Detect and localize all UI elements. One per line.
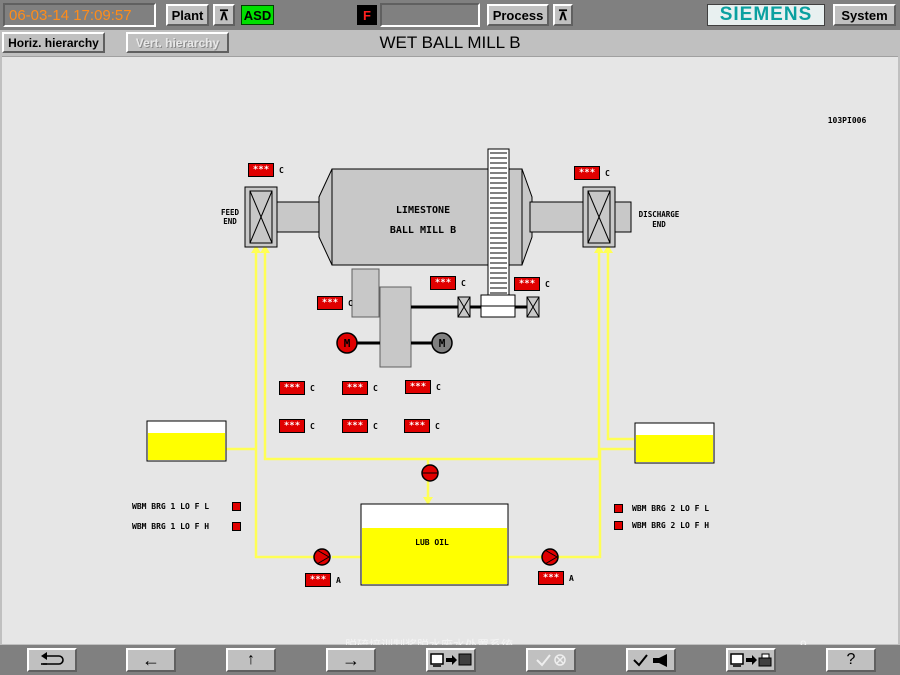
left-oil-tank — [146, 420, 227, 462]
readout-motor-temp-3[interactable]: *** — [405, 380, 431, 394]
datetime-display: 06-03-14 17:09:57 — [3, 3, 156, 27]
readout-motor-temp-3-unit: C — [436, 383, 441, 392]
vert-hierarchy-button[interactable]: Vert. hierarchy — [126, 32, 229, 53]
main-motor-b: M — [431, 332, 453, 354]
up-arrow-icon: ↑ — [247, 651, 255, 668]
readout-motor-temp-4[interactable]: *** — [279, 419, 305, 433]
system-button[interactable]: System — [833, 4, 896, 26]
readout-motor-temp-6[interactable]: *** — [404, 419, 430, 433]
readout-gear-temp-1[interactable]: *** — [430, 276, 456, 290]
motor-b-label: M — [439, 337, 446, 350]
right-oil-pump[interactable] — [541, 548, 559, 566]
readout-gearbox-temp-unit: C — [348, 299, 353, 308]
feed-end-label-2: END — [223, 217, 237, 226]
check-cancel-icon — [536, 654, 566, 667]
process-diagram: LIMESTONE BALL MILL B FEED END DISCHARGE… — [2, 56, 898, 644]
readout-right-pump-current-unit: A — [569, 574, 574, 583]
flow-arrows — [251, 245, 613, 505]
acknowledge-button[interactable] — [626, 648, 676, 672]
screen-to-printer-button[interactable] — [726, 648, 776, 672]
tag-id-label: 103PI006 — [828, 116, 867, 125]
readout-gear-temp-2-unit: C — [545, 280, 550, 289]
right-oil-tank — [634, 422, 715, 464]
check-horn-icon — [633, 654, 667, 667]
readout-feed-bearing-temp-unit: C — [279, 166, 284, 175]
back-loop-arrow-icon — [41, 652, 64, 665]
lub-oil-label: LUB OIL — [415, 538, 449, 547]
back-button[interactable] — [27, 648, 77, 672]
readout-right-pump-current[interactable]: *** — [538, 571, 564, 585]
feed-end-label-1: FEED — [221, 208, 240, 217]
brg1-high-label: WBM BRG 1 LO F H — [132, 522, 210, 531]
brg2-high-label: WBM BRG 2 LO F H — [632, 521, 710, 530]
page-title: WET BALL MILL B — [379, 33, 521, 52]
brg1-low-indicator[interactable] — [232, 502, 241, 511]
mill-label-line1: LIMESTONE — [396, 205, 450, 216]
readout-motor-temp-2[interactable]: *** — [342, 381, 368, 395]
limestone-ball-mill: LIMESTONE BALL MILL B — [318, 168, 584, 266]
screen-to-archive-button[interactable] — [426, 648, 476, 672]
motor-a-label: M — [344, 337, 351, 350]
discharge-end-label-1: DISCHARGE — [639, 210, 680, 219]
left-oil-pump[interactable] — [313, 548, 331, 566]
nav-bar: Horiz. hierarchy Vert. hierarchy WET BAL… — [0, 30, 900, 56]
lube-oil-lines — [224, 249, 634, 559]
brg1-low-label: WBM BRG 1 LO F L — [132, 502, 210, 511]
help-button[interactable]: ? — [826, 648, 876, 672]
screen-to-archive-icon — [430, 653, 472, 667]
process-up-button[interactable]: ⊼ — [553, 4, 573, 26]
process-button[interactable]: Process — [487, 4, 549, 26]
acknowledge-cancel-button[interactable] — [526, 648, 576, 672]
readout-left-pump-current[interactable]: *** — [305, 573, 331, 587]
drive-shaft — [411, 294, 540, 318]
brg2-low-indicator[interactable] — [614, 504, 623, 513]
fault-indicator[interactable]: F — [357, 5, 377, 25]
asd-indicator[interactable]: ASD — [241, 5, 274, 25]
next-button[interactable]: → — [326, 648, 376, 672]
diagram-svg: LIMESTONE BALL MILL B FEED END DISCHARGE… — [146, 116, 867, 586]
girth-gear — [487, 148, 510, 300]
right-arrow-icon: → — [342, 649, 360, 670]
up-arrow-icon: ⊼ — [218, 6, 230, 23]
readout-motor-temp-5-unit: C — [373, 422, 378, 431]
readout-discharge-bearing-temp[interactable]: *** — [574, 166, 600, 180]
readout-gear-temp-1-unit: C — [461, 279, 466, 288]
readout-motor-temp-1-unit: C — [310, 384, 315, 393]
plant-up-button[interactable]: ⊼ — [213, 4, 235, 26]
previous-button[interactable]: ← — [126, 648, 176, 672]
horiz-hierarchy-button[interactable]: Horiz. hierarchy — [2, 32, 105, 53]
brg2-low-label: WBM BRG 2 LO F L — [632, 504, 710, 513]
readout-motor-temp-2-unit: C — [373, 384, 378, 393]
alarm-line-field — [380, 3, 480, 27]
left-arrow-icon: ← — [142, 649, 160, 670]
bottom-bar: ← ↑ → — [0, 645, 900, 675]
top-bar: 06-03-14 17:09:57 Plant ⊼ ASD F Process … — [0, 0, 900, 30]
readout-motor-temp-1[interactable]: *** — [279, 381, 305, 395]
feed-end-bearing — [244, 186, 320, 248]
help-icon: ? — [846, 651, 856, 668]
mill-label-line2: BALL MILL B — [390, 225, 456, 236]
readout-discharge-bearing-temp-unit: C — [605, 169, 610, 178]
brg2-high-indicator[interactable] — [614, 521, 623, 530]
readout-gear-temp-2[interactable]: *** — [514, 277, 540, 291]
gearbox — [351, 268, 412, 368]
lub-oil-tank: LUB OIL — [360, 503, 509, 586]
brg1-high-indicator[interactable] — [232, 522, 241, 531]
readout-feed-bearing-temp[interactable]: *** — [248, 163, 274, 177]
siemens-logo: SIEMENS — [707, 4, 825, 26]
discharge-end-bearing — [582, 186, 632, 248]
plant-button[interactable]: Plant — [166, 4, 209, 26]
readout-motor-temp-4-unit: C — [310, 422, 315, 431]
top-oil-pump[interactable] — [421, 464, 439, 482]
readout-gearbox-temp[interactable]: *** — [317, 296, 343, 310]
readout-left-pump-current-unit: A — [336, 576, 341, 585]
main-motor-a: M — [336, 332, 358, 354]
discharge-end-label-2: END — [652, 220, 666, 229]
readout-motor-temp-6-unit: C — [435, 422, 440, 431]
up-arrow-icon: ⊼ — [557, 6, 569, 23]
readout-motor-temp-5[interactable]: *** — [342, 419, 368, 433]
up-button[interactable]: ↑ — [226, 648, 276, 672]
screen-to-printer-icon — [730, 653, 772, 667]
